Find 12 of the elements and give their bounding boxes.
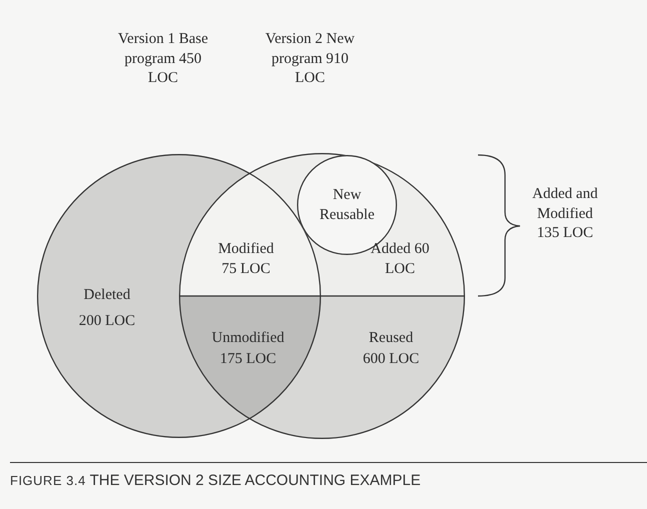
circle-label: New Reusable: [318, 186, 376, 225]
region-label: Added 60 LOC: [370, 240, 430, 278]
region-label: Modified 75 LOC: [217, 240, 275, 278]
region-label: Added and Modified 135 LOC: [531, 185, 599, 243]
set-circle-outline: [37, 154, 321, 438]
region-label: Version 2 New program 910 LOC: [264, 30, 356, 88]
set-circle-outline: [179, 153, 465, 439]
region-label: Reused 600 LOC: [362, 329, 420, 369]
region-label: Deleted 200 LOC: [78, 286, 136, 332]
region-label: Version 1 Base program 450 LOC: [117, 30, 209, 88]
figure-caption: FIGURE 3.4 THE VERSION 2 SIZE ACCOUNTING EXAMPLE: [10, 472, 421, 489]
region-label: Unmodified 175 LOC: [210, 329, 286, 369]
